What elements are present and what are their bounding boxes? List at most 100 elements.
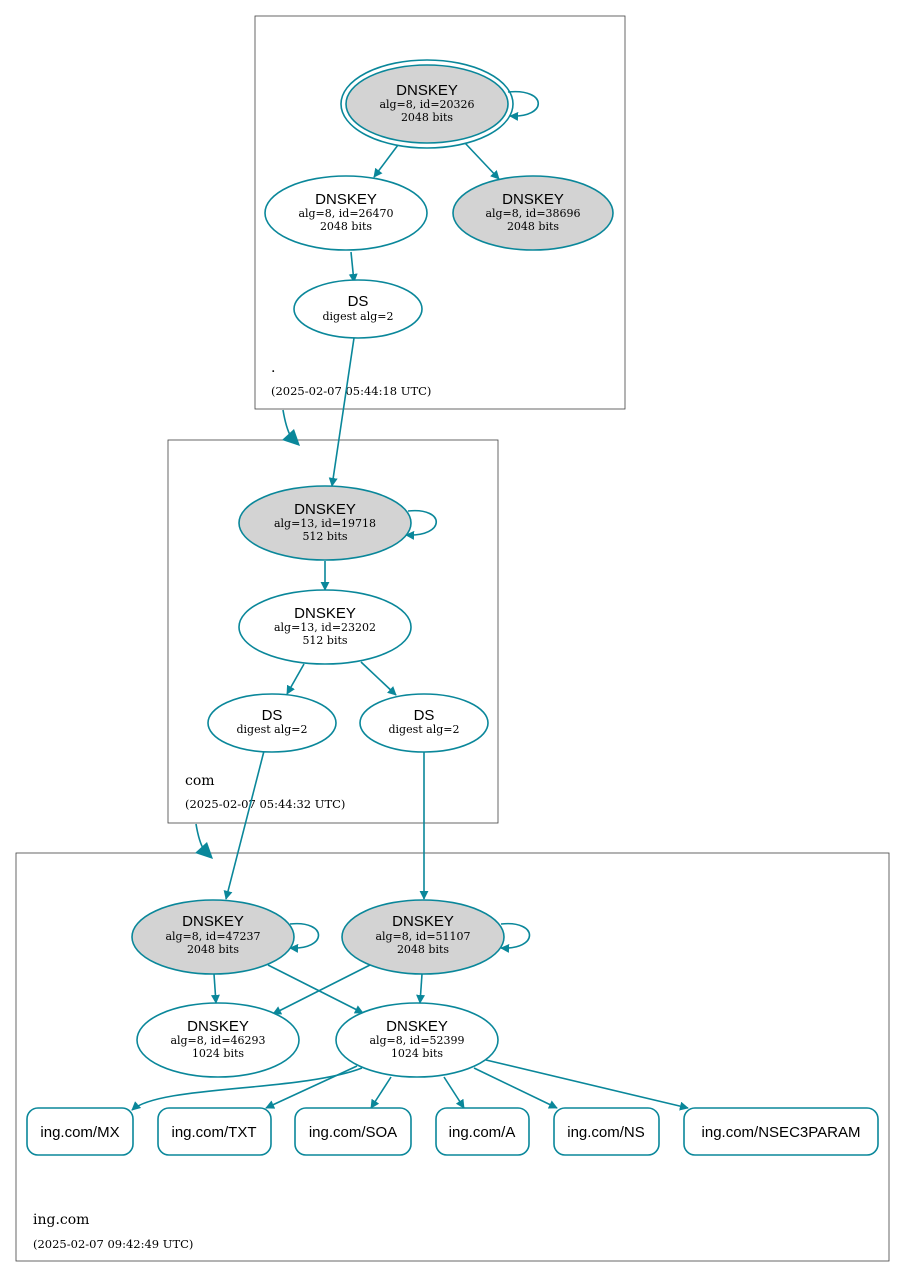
edge-ing-ksk2-to-zsk1: [272, 964, 371, 1015]
rrset-nsec3param: ing.com/NSEC3PARAM: [683, 1107, 879, 1156]
edge-com-zsk-to-ds2: [360, 661, 397, 696]
node-com-ksk-ellipse: [238, 485, 412, 561]
node-root-zsk-title: DNSKEY: [315, 191, 377, 208]
node-com-ds2-ellipse: [359, 693, 489, 753]
edge-ing-zsk2-to-nsec3param: [485, 1059, 689, 1111]
zone-root-timestamp: (2025-02-07 05:44:18 UTC): [271, 384, 431, 398]
node-ing-ksk2-bits: 2048 bits: [397, 943, 449, 956]
rrset-nsec3param-label: ing.com/NSEC3PARAM: [702, 1124, 861, 1141]
node-ing-ksk1-title: DNSKEY: [182, 913, 244, 930]
edge-ing-zsk2-to-txt: [265, 1065, 358, 1109]
node-com-ds1-digest: digest alg=2: [236, 723, 307, 736]
delegation-com-to-ing-head: [195, 842, 213, 859]
rrset-ns: ing.com/NS: [553, 1107, 660, 1156]
edge-root-zsk-to-ds: [348, 251, 358, 283]
rrset-ns-label: ing.com/NS: [567, 1124, 645, 1141]
node-com-zsk-params: alg=13, id=23202: [274, 621, 376, 634]
zone-root-name: .: [271, 360, 275, 376]
rrset-soa: ing.com/SOA: [294, 1107, 412, 1156]
edge-ing-ksk1-self: [289, 922, 320, 953]
edge-root-ds-to-com-ksk: [328, 337, 355, 487]
zone-com-box: [167, 439, 499, 824]
node-ing-ksk1-ellipse: [131, 899, 295, 975]
zone-com-name: com: [185, 773, 215, 789]
node-com-zsk-ellipse: [238, 589, 412, 665]
node-root-key3-params: alg=8, id=38696: [485, 207, 580, 220]
rrset-txt-label: ing.com/TXT: [171, 1124, 256, 1141]
node-ing-zsk1-bits: 1024 bits: [192, 1047, 244, 1060]
node-com-ksk: DNSKEY alg=13, id=19718 512 bits: [238, 485, 412, 561]
zone-com: com (2025-02-07 05:44:32 UTC): [167, 439, 499, 824]
edge-ing-zsk2-to-a: [443, 1076, 465, 1109]
node-root-ksk-bits: 2048 bits: [401, 111, 453, 124]
node-com-ksk-title: DNSKEY: [294, 501, 356, 518]
edge-ing-zsk2-to-soa: [370, 1076, 392, 1109]
node-com-ksk-bits: 512 bits: [302, 530, 347, 543]
edge-ing-ksk2-self: [500, 922, 531, 953]
node-ing-zsk2-bits: 1024 bits: [391, 1047, 443, 1060]
rrset-a-box: [435, 1107, 530, 1156]
node-root-ksk: DNSKEY alg=8, id=20326 2048 bits: [340, 59, 514, 149]
edge-root-ksk-to-zsk: [373, 144, 399, 178]
node-ing-zsk1-title: DNSKEY: [187, 1018, 249, 1035]
node-ing-ksk2-params: alg=8, id=51107: [375, 930, 470, 943]
delegation-root-to-com-head: [282, 429, 300, 446]
edge-com-ksk-self: [405, 509, 437, 540]
zone-root-box: [254, 15, 626, 410]
node-root-ksk-params: alg=8, id=20326: [379, 98, 474, 111]
zone-root: . (2025-02-07 05:44:18 UTC): [254, 15, 626, 410]
node-root-zsk-params: alg=8, id=26470: [298, 207, 393, 220]
node-root-key3-bits: 2048 bits: [507, 220, 559, 233]
zone-com-timestamp: (2025-02-07 05:44:32 UTC): [185, 797, 345, 811]
node-ing-zsk1: DNSKEY alg=8, id=46293 1024 bits: [136, 1002, 300, 1078]
node-root-ds: DS digest alg=2: [293, 279, 423, 339]
node-ing-zsk2-ellipse: [335, 1002, 499, 1078]
edge-ing-ksk1-to-zsk1: [210, 973, 220, 1004]
node-root-ksk-ellipse: [345, 64, 509, 144]
rrset-nsec3param-box: [683, 1107, 879, 1156]
node-root-ds-title: DS: [348, 293, 369, 310]
node-com-zsk-bits: 512 bits: [302, 634, 347, 647]
zone-ing: ing.com (2025-02-07 09:42:49 UTC): [15, 852, 890, 1262]
zone-ing-box: [15, 852, 890, 1262]
node-root-key3-ellipse: [452, 175, 614, 251]
node-root-zsk: DNSKEY alg=8, id=26470 2048 bits: [264, 175, 428, 251]
node-ing-zsk1-params: alg=8, id=46293: [170, 1034, 265, 1047]
delegation-arrows: [195, 409, 300, 859]
rrset-a-label: ing.com/A: [449, 1124, 516, 1141]
node-root-ds-ellipse: [293, 279, 423, 339]
rrset-soa-label: ing.com/SOA: [309, 1124, 397, 1141]
rrset-mx: ing.com/MX: [26, 1107, 134, 1156]
edge-ing-ksk1-to-zsk2: [267, 964, 364, 1014]
zone-ing-name: ing.com: [33, 1212, 89, 1228]
edge-ing-zsk2-to-ns: [473, 1067, 558, 1109]
node-root-ksk-outer-ring: [340, 59, 514, 149]
node-ing-ksk1-bits: 2048 bits: [187, 943, 239, 956]
node-com-ds2-digest: digest alg=2: [388, 723, 459, 736]
rrset-mx-label: ing.com/MX: [40, 1124, 119, 1141]
node-ing-zsk2-title: DNSKEY: [386, 1018, 448, 1035]
zone-ing-timestamp: (2025-02-07 09:42:49 UTC): [33, 1237, 193, 1251]
node-ing-zsk1-ellipse: [136, 1002, 300, 1078]
node-ing-zsk2-params: alg=8, id=52399: [369, 1034, 464, 1047]
node-com-ds1-title: DS: [262, 707, 283, 724]
rrset-soa-box: [294, 1107, 412, 1156]
node-ing-ksk2-title: DNSKEY: [392, 913, 454, 930]
node-root-key3-title: DNSKEY: [502, 191, 564, 208]
node-ing-ksk1-params: alg=8, id=47237: [165, 930, 260, 943]
node-root-zsk-bits: 2048 bits: [320, 220, 372, 233]
edge-root-ksk-self: [507, 90, 539, 121]
edge-com-ds1-to-ing-ksk1: [223, 750, 265, 900]
node-ing-ksk1: DNSKEY alg=8, id=47237 2048 bits: [131, 899, 295, 975]
node-root-ksk-title: DNSKEY: [396, 82, 458, 99]
node-root-zsk-ellipse: [264, 175, 428, 251]
rrset-a: ing.com/A: [435, 1107, 530, 1156]
node-root-ds-digest: digest alg=2: [322, 310, 393, 323]
edges: [131, 90, 689, 1111]
edge-ing-ksk2-to-zsk2: [416, 973, 426, 1004]
rrset-txt-box: [157, 1107, 272, 1156]
node-com-zsk: DNSKEY alg=13, id=23202 512 bits: [238, 589, 412, 665]
node-root-key3: DNSKEY alg=8, id=38696 2048 bits: [452, 175, 614, 251]
node-ing-ksk2: DNSKEY alg=8, id=51107 2048 bits: [341, 899, 505, 975]
